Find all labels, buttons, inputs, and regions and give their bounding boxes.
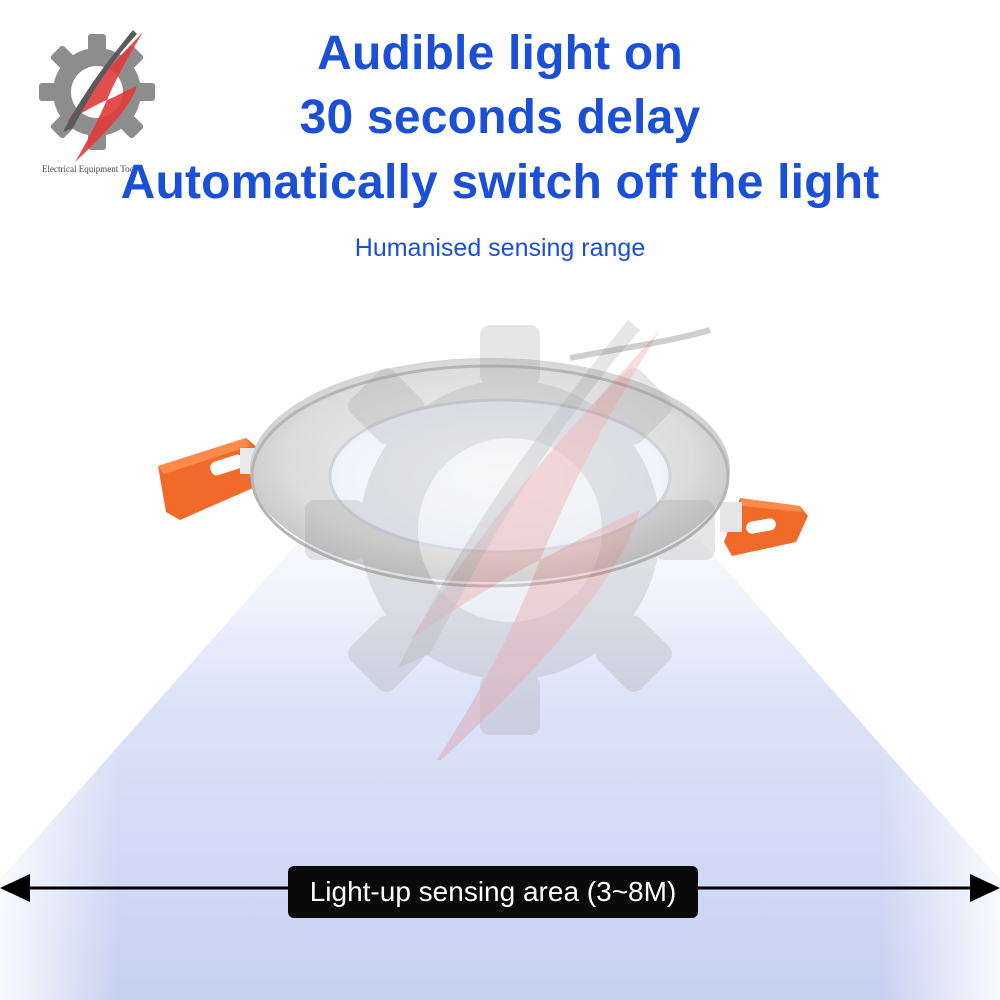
subtitle: Humanised sensing range [354,234,646,262]
arrow-right-icon [970,874,1000,902]
gear-watermark-icon [305,320,715,760]
sensing-area-label: Light-up sensing area (3~8M) [288,866,698,918]
headline-line-2: 30 seconds delay [299,91,701,144]
logo-text: Electrical Equipment Tool [42,164,137,174]
round-ceiling-light-icon [158,327,808,588]
gear-bolt-logo-icon [39,30,155,162]
arrow-left-icon [0,874,30,902]
headline-line-3: Automatically switch off the light [120,156,880,209]
left-clip [158,438,266,520]
headline-line-1: Audible light on [317,27,683,80]
right-clip [720,498,808,556]
